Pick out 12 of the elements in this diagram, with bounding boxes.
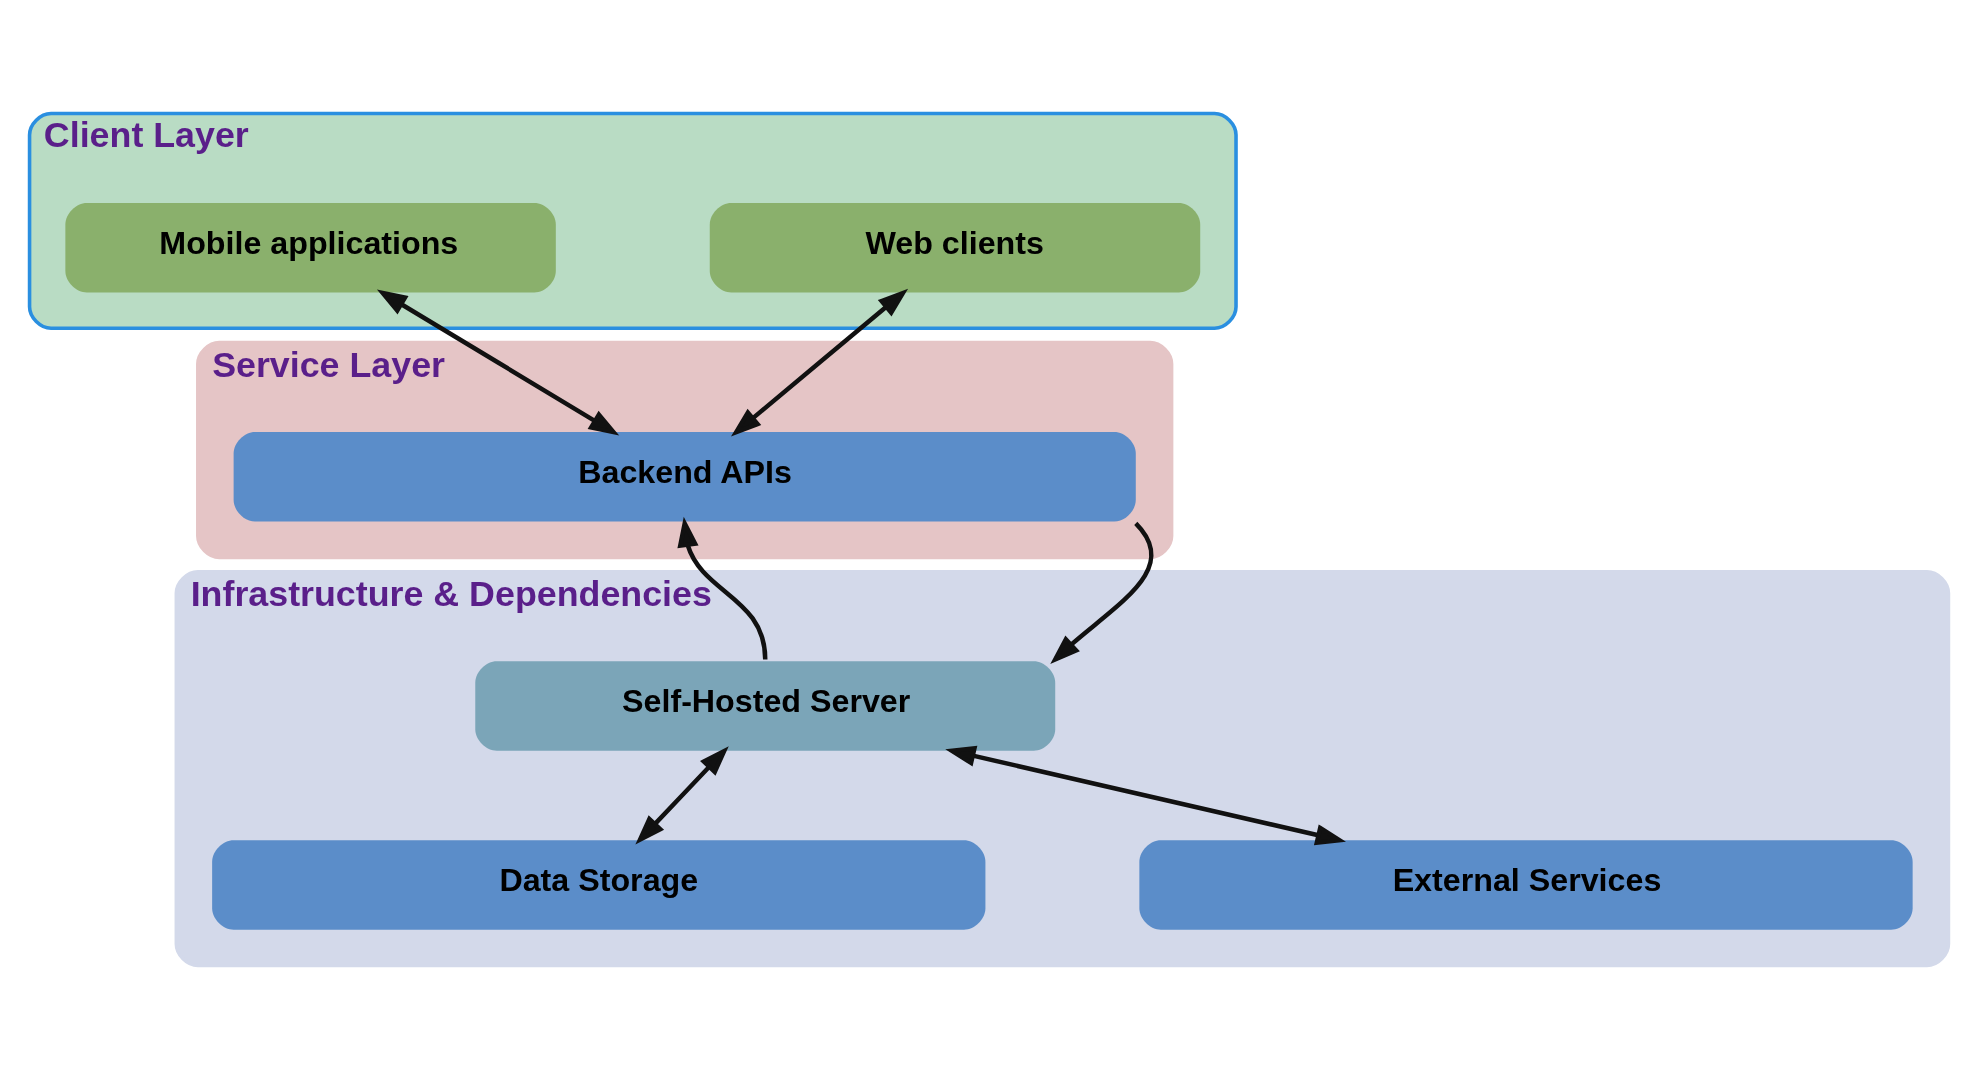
arrow — [376, 289, 620, 436]
node-box: Web clients — [709, 202, 1201, 292]
node-box: Self-Hosted Server — [475, 660, 1056, 751]
arrow — [945, 745, 1346, 845]
arrow — [635, 745, 729, 845]
arrow — [677, 516, 768, 660]
arrow — [731, 288, 909, 436]
node-box: Data Storage — [212, 839, 986, 930]
node-box: Backend APIs — [233, 431, 1136, 522]
node-box: External Services — [1139, 839, 1913, 930]
node-box: Mobile applications — [65, 202, 556, 292]
arrow — [1050, 521, 1154, 664]
